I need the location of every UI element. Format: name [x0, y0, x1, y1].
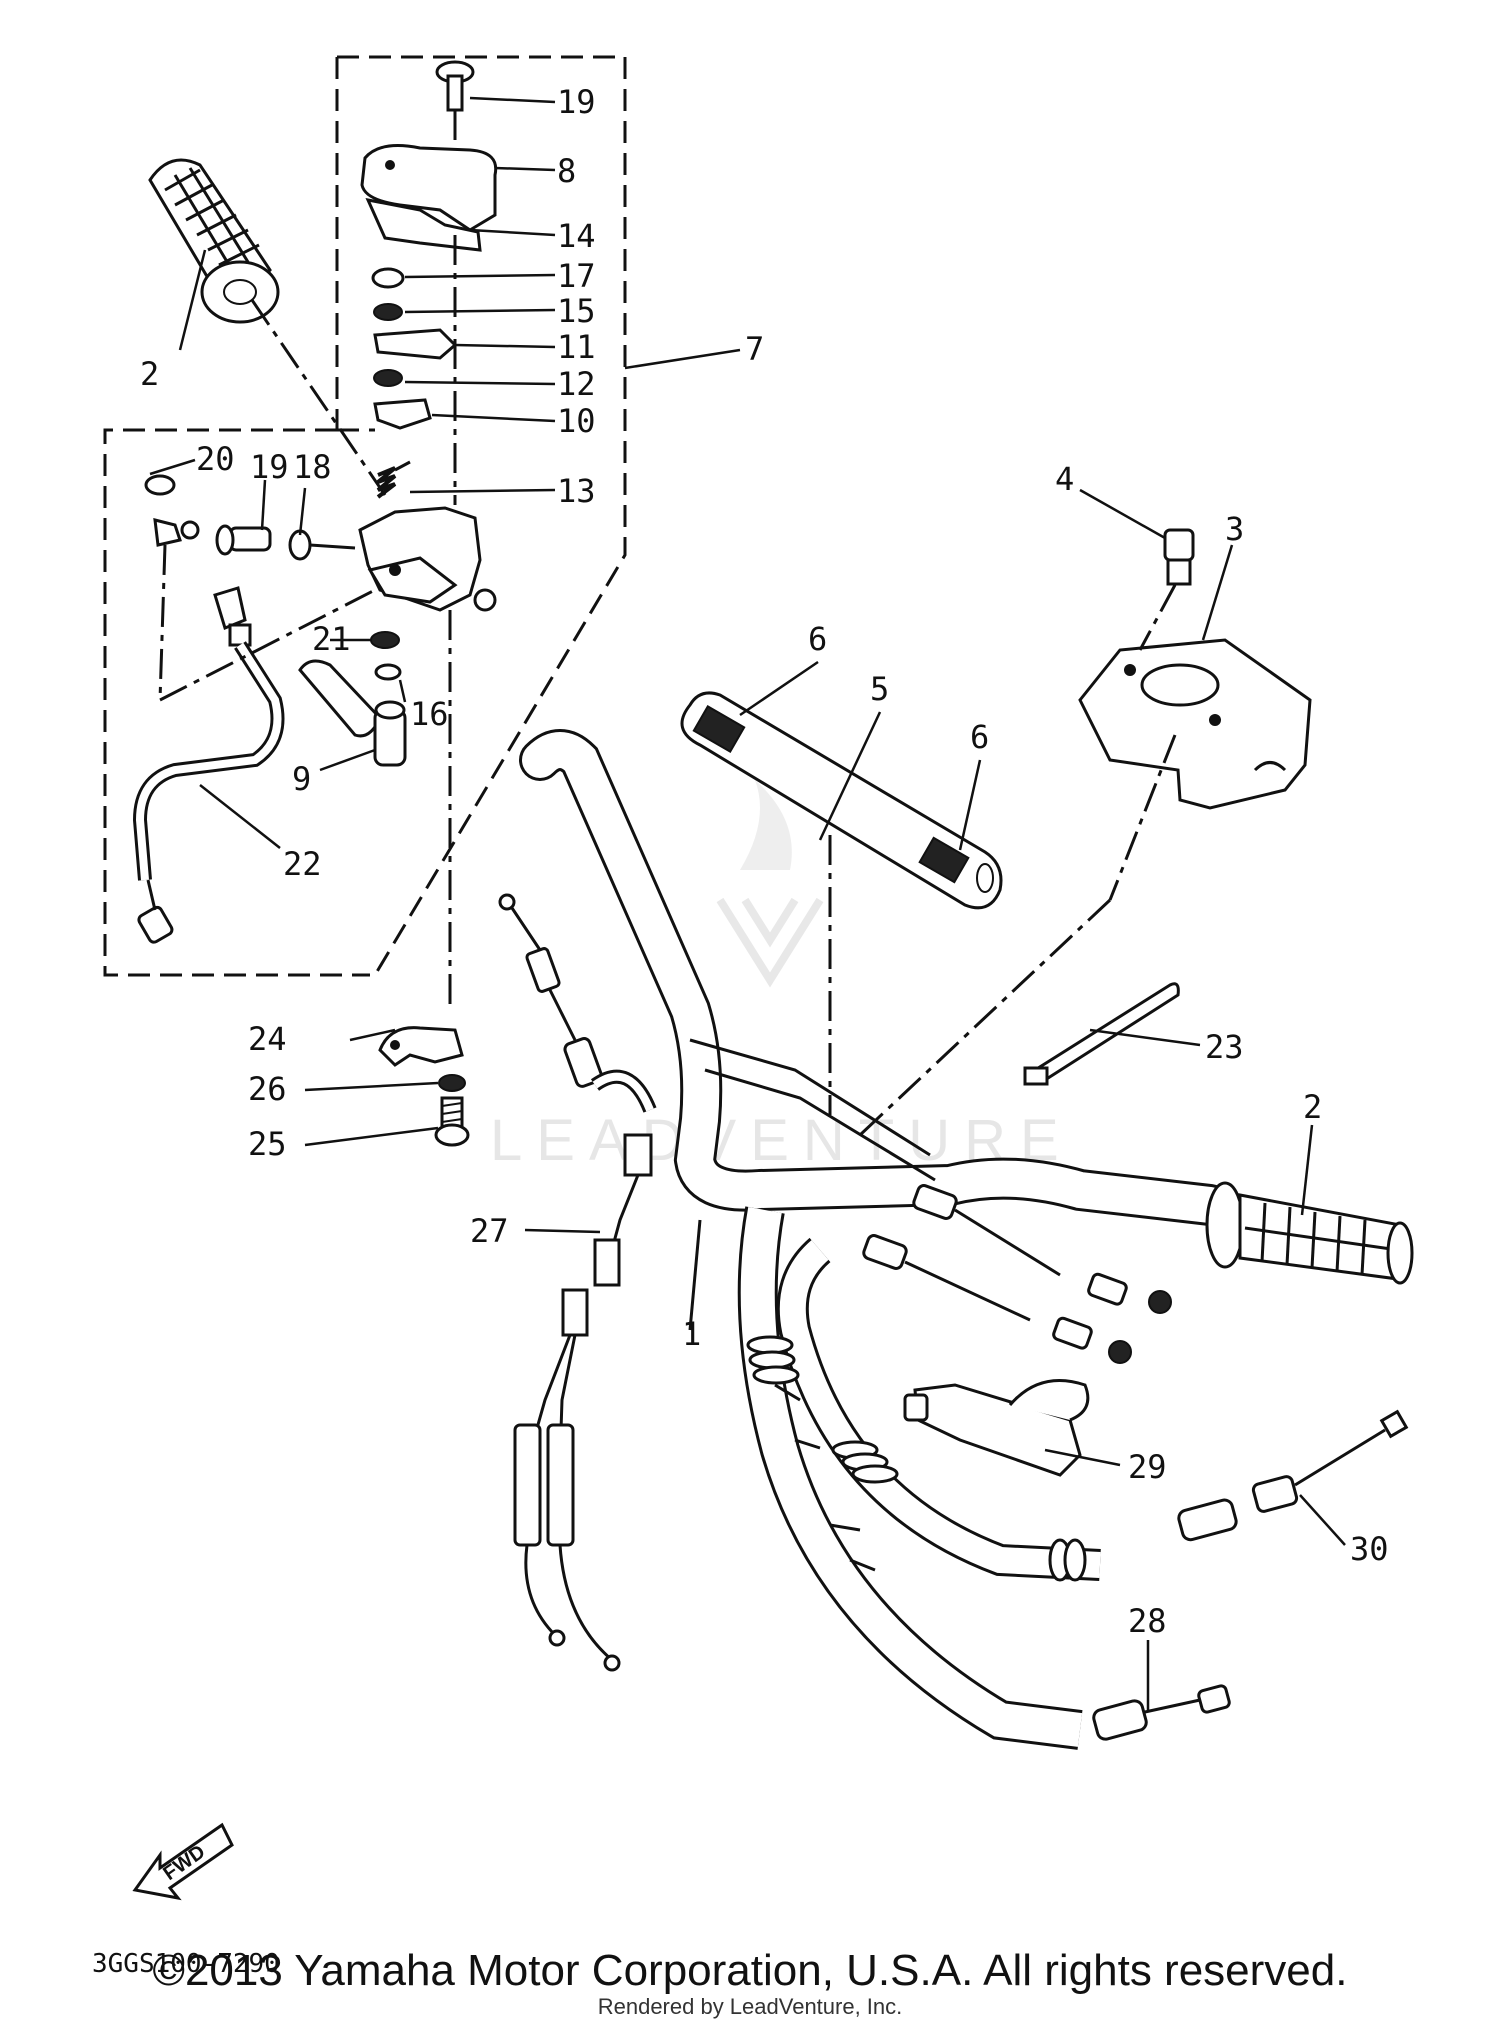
callout-19a: 19: [557, 83, 596, 121]
callout-18: 18: [293, 448, 332, 486]
washers-21-16: [370, 631, 402, 681]
callout-28: 28: [1128, 1602, 1167, 1640]
callout-15: 15: [557, 292, 596, 330]
throttle-cable-27: [498, 893, 657, 1672]
callout-19b: 19: [250, 448, 289, 486]
callout-6b: 6: [970, 718, 989, 756]
callout-30: 30: [1350, 1530, 1389, 1568]
callout-labels: 19 8 14 17 15 11 12 10 13 7 2 20 19 18 2…: [140, 83, 1389, 1640]
assembly-box-22: [103, 428, 370, 977]
callout-11: 11: [557, 328, 596, 366]
throttle-lever-9: [298, 659, 407, 767]
callout-25: 25: [248, 1125, 287, 1163]
callout-12: 12: [557, 365, 596, 403]
callout-5: 5: [870, 670, 889, 708]
throttle-cover-8: [360, 144, 498, 252]
switch-assembly: [132, 474, 356, 944]
assembly-box-7: [337, 55, 627, 976]
callout-2b: 2: [1303, 1088, 1322, 1126]
callout-23: 23: [1205, 1028, 1244, 1066]
cable-tie-23: [1023, 982, 1180, 1086]
diagram-code: 3GGS100-7290: [92, 1949, 280, 1979]
fwd-arrow-badge: FWD: [132, 1822, 234, 1901]
callout-2a: 2: [140, 355, 159, 393]
rendered-by-credit: Rendered by LeadVenture, Inc.: [597, 1994, 903, 2019]
leader-lines: [149, 96, 1346, 1710]
copyright-notice: ©2013 Yamaha Motor Corporation, U.S.A. A…: [152, 1946, 1348, 1995]
watermark: LEADVENTURE: [490, 780, 1059, 1173]
cable-adjusters: [862, 1184, 1172, 1364]
callout-21: 21: [312, 620, 351, 658]
callout-14: 14: [557, 217, 596, 255]
screw-25: [434, 1096, 470, 1147]
cable-30: [746, 1237, 1409, 1582]
callout-4: 4: [1055, 460, 1074, 498]
throttle-housing: [358, 506, 497, 612]
washers-stack: [371, 267, 458, 430]
callout-13: 13: [557, 472, 596, 510]
callout-8: 8: [557, 152, 576, 190]
callout-26: 26: [248, 1070, 287, 1108]
brake-switch-29: [903, 1379, 1090, 1477]
callout-27: 27: [470, 1212, 509, 1250]
left-grip: [148, 158, 280, 324]
callout-3: 3: [1225, 510, 1244, 548]
upper-clamp-3: [1078, 638, 1312, 810]
leader-1: [688, 1219, 702, 1331]
callout-6a: 6: [808, 620, 827, 658]
callout-10: 10: [557, 402, 596, 440]
spring-13: [376, 460, 411, 499]
callout-7: 7: [745, 330, 764, 368]
washer-26: [438, 1074, 466, 1092]
callout-1: 1: [682, 1315, 701, 1353]
callout-22: 22: [283, 845, 322, 883]
handlebar-pad-5: [680, 691, 1003, 910]
callout-16: 16: [410, 695, 449, 733]
callout-9: 9: [292, 760, 311, 798]
bolt-4: [1163, 528, 1195, 586]
callout-20: 20: [196, 440, 235, 478]
callout-29: 29: [1128, 1448, 1167, 1486]
callout-24: 24: [248, 1020, 287, 1058]
clamp-24: [378, 1026, 464, 1067]
screw-19-top: [435, 60, 475, 112]
right-grip: [1205, 1181, 1414, 1285]
handlebar-1: [519, 729, 1231, 1226]
callout-17: 17: [557, 257, 596, 295]
cable-28: [737, 1206, 1231, 1750]
